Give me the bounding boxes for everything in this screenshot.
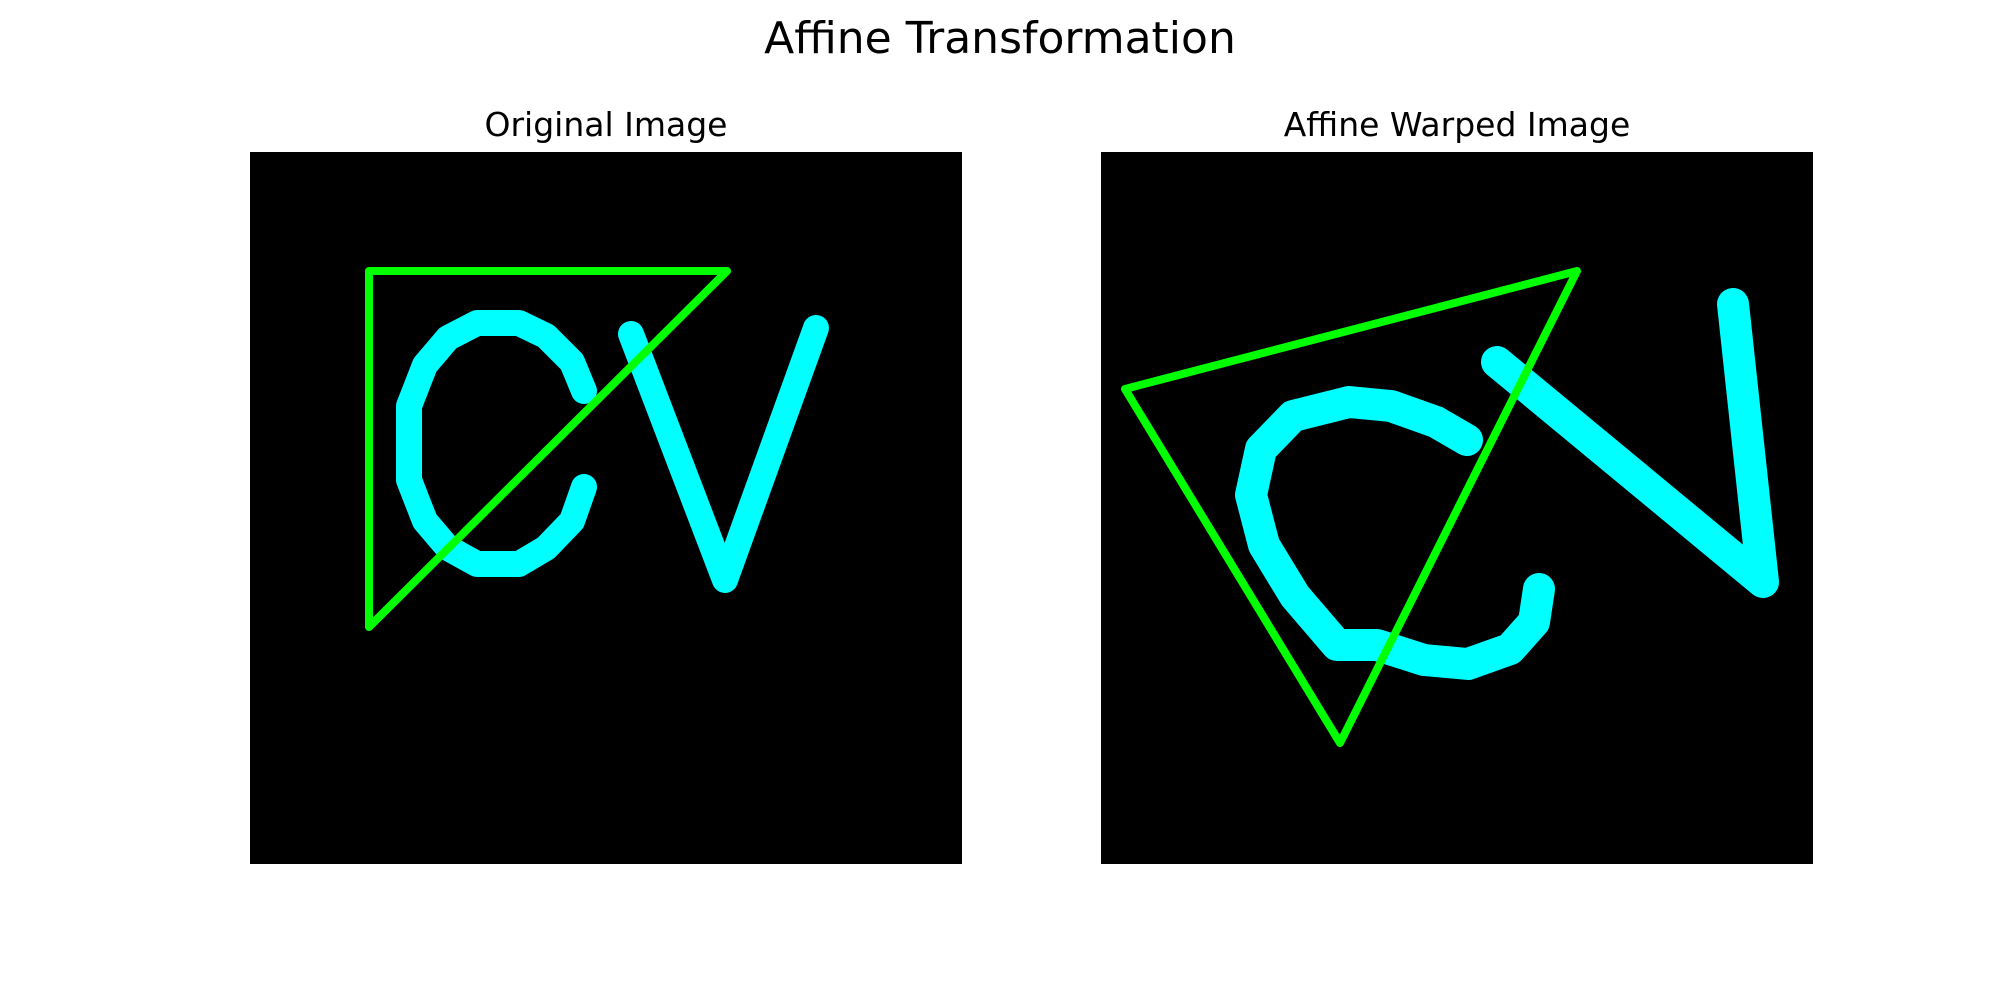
original-image <box>250 152 962 864</box>
letter-c <box>396 310 597 577</box>
warped-image-panel <box>1101 152 1813 864</box>
letter-v <box>618 315 829 593</box>
panel-title-warped: Affine Warped Image <box>1283 105 1631 144</box>
triangle <box>365 267 731 631</box>
image-background <box>250 152 962 864</box>
figure-title: Affine Transformation <box>764 13 1236 64</box>
panel-title-original: Original Image <box>484 105 728 144</box>
original-image-panel <box>250 152 962 864</box>
letter-c <box>1235 386 1555 680</box>
cv-letters <box>1235 288 1779 680</box>
letter-v <box>1481 288 1779 598</box>
cv-letters <box>396 310 829 593</box>
triangle <box>1121 267 1581 747</box>
warped-image <box>1101 152 1813 864</box>
